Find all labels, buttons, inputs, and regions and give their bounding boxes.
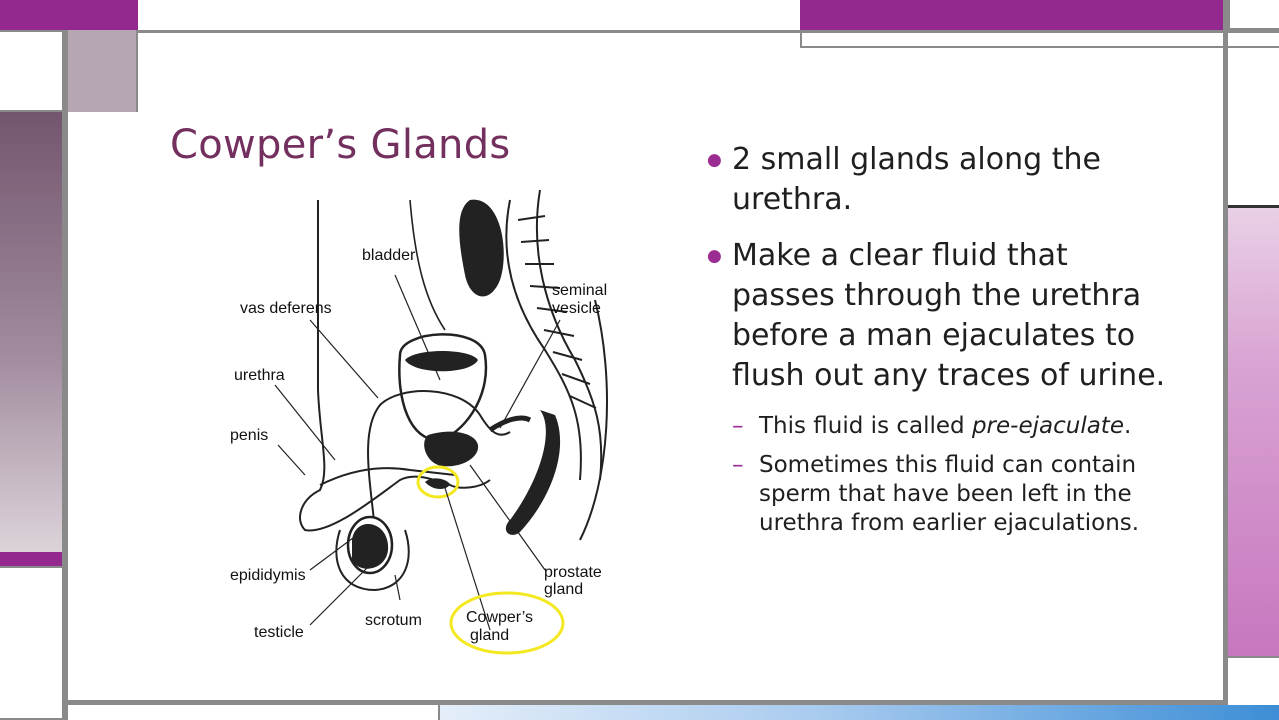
frame-left-plum-gradient: [0, 112, 62, 552]
dash-icon: –: [732, 452, 744, 478]
frame-right-top-box: [1228, 48, 1279, 208]
penis-shape: [319, 467, 456, 486]
label-prostate-gland: gland: [544, 581, 583, 598]
diagram-leader-lines: [274, 274, 561, 631]
prostate-shape: [424, 431, 479, 467]
body-outline: [299, 200, 491, 532]
sub-bullet-item: – This fluid is called pre-ejaculate.: [704, 412, 1174, 441]
frame-right-pink-panel: [1228, 208, 1279, 656]
frame-top-outline-box: [800, 30, 1279, 48]
dash-icon: –: [732, 413, 744, 439]
bullet-text: Make a clear fluid that passes through t…: [732, 238, 1166, 393]
label-vas-deferens: vas deferens: [240, 300, 332, 317]
seminal-vesicle-shape: [488, 415, 532, 433]
label-testicle: testicle: [254, 624, 304, 641]
label-gland: gland: [470, 627, 509, 644]
male-reproductive-diagram: bladder vas deferens seminal vesicle ure…: [230, 189, 608, 655]
colon-shape: [459, 199, 504, 297]
frame-left-bottom-box: [0, 566, 64, 720]
spine-illustration: [505, 189, 608, 541]
bullet-dot-icon: ●: [707, 150, 722, 170]
bullet-item: ● 2 small glands along the urethra.: [704, 140, 1174, 220]
bullet-dot-icon: ●: [707, 246, 722, 266]
slide-content: ● 2 small glands along the urethra. ● Ma…: [704, 140, 1174, 548]
label-bladder: bladder: [362, 247, 416, 264]
bullet-item: ● Make a clear fluid that passes through…: [704, 236, 1174, 396]
frame-top-right-box: [1228, 0, 1279, 30]
cowpers-gland-highlight: [416, 465, 460, 499]
bladder-shape: [398, 333, 488, 442]
label-seminal: seminal: [552, 282, 607, 299]
slide-title: Cowper’s Glands: [170, 122, 511, 168]
scrotum-shape: [335, 529, 410, 592]
label-cowpers: Cowper’s: [466, 609, 533, 626]
frame-left-vertical-line: [62, 30, 68, 720]
cowpers-gland-shape: [425, 478, 450, 489]
label-scrotum: scrotum: [365, 612, 422, 629]
label-epididymis: epididymis: [230, 567, 306, 584]
frame-left-mauve-block: [64, 30, 138, 112]
label-prostate: prostate: [544, 564, 602, 581]
sub-bullet-item: – Sometimes this fluid can contain sperm…: [704, 451, 1174, 538]
frame-bottom-blue-bar: [438, 705, 1279, 720]
frame-top-purple-bar: [800, 0, 1224, 30]
sub-bullet-text: This fluid is called pre-ejaculate.: [759, 413, 1132, 439]
frame-top-left-purple-block: [0, 0, 138, 30]
label-urethra: urethra: [234, 367, 285, 384]
frame-left-purple-strip: [0, 552, 64, 566]
sub-bullet-text: Sometimes this fluid can contain sperm t…: [759, 452, 1140, 536]
frame-left-white-box: [0, 30, 64, 112]
frame-bottom-gray-line: [62, 700, 1228, 705]
cowpers-label-highlight: [449, 591, 565, 655]
label-penis: penis: [230, 427, 268, 444]
frame-top-gray-line: [138, 30, 1279, 33]
rectum-shape: [505, 410, 561, 535]
bullet-text: 2 small glands along the urethra.: [732, 142, 1101, 217]
frame-right-vertical-line: [1223, 0, 1228, 720]
vas-deferens-shape: [367, 390, 511, 531]
label-vesicle: vesicle: [552, 300, 601, 317]
